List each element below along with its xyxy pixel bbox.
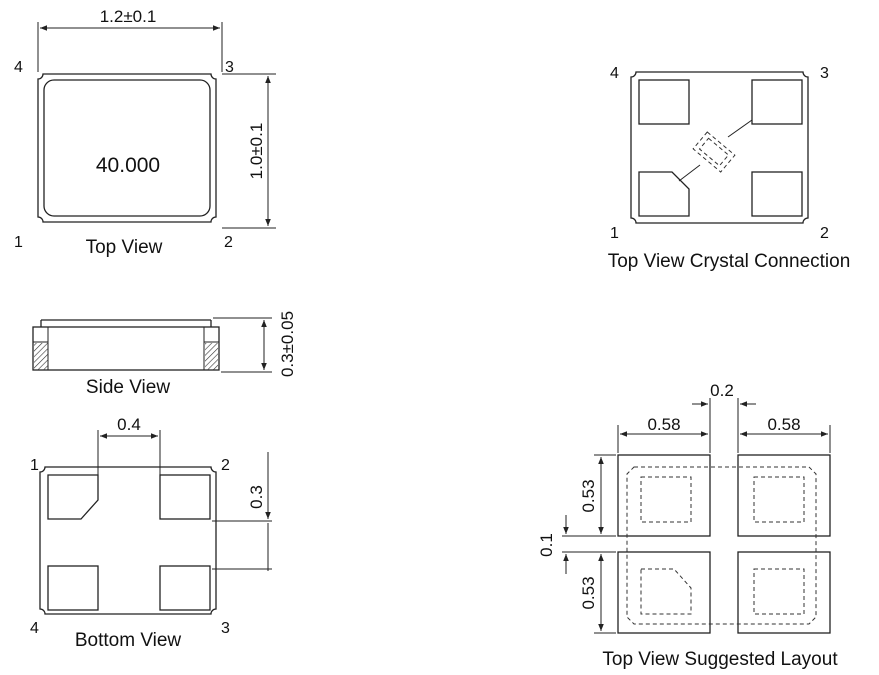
side-view: 0.3±0.05 Side View [32, 311, 297, 398]
height-dim-text: 1.0±0.1 [247, 123, 266, 180]
bottom-pad-1 [47, 474, 99, 520]
crystal-pad-3 [751, 79, 803, 125]
pad-height-top-text: 0.53 [579, 479, 598, 512]
layout-pad-1 [617, 551, 711, 634]
crystal-view-outline [630, 71, 809, 224]
bottom-pad-3 [159, 565, 211, 611]
top-view-caption: Top View [86, 237, 163, 258]
bottom-pin-4: 4 [30, 620, 39, 637]
suggested-layout-view: 0.58 0.58 0.2 0.53 0.53 0.1 Top View Sug… [537, 381, 838, 670]
layout-view-caption: Top View Suggested Layout [602, 649, 838, 670]
top-pin-4: 4 [14, 59, 23, 76]
layout-pad-2 [737, 551, 831, 634]
gap-y-dim-text: 0.1 [537, 533, 556, 557]
crystal-pin-4: 4 [610, 65, 619, 82]
layout-footprint-2 [753, 568, 805, 615]
top-view-outline [37, 73, 217, 223]
side-body [32, 326, 220, 371]
pad-width-right-text: 0.58 [767, 415, 800, 434]
crystal-pin-2: 2 [820, 225, 829, 242]
crystal-pin-3: 3 [820, 65, 829, 82]
pad-width-left-text: 0.58 [647, 415, 680, 434]
side-pad-right [205, 343, 218, 370]
crystal-pin-1: 1 [610, 225, 619, 242]
pitch-y-dim-text: 0.3 [247, 485, 266, 509]
top-pin-1: 1 [14, 234, 23, 251]
layout-footprint-3 [753, 476, 805, 523]
crystal-trace-top [727, 119, 753, 138]
side-view-caption: Side View [86, 377, 170, 398]
side-pad-left [34, 343, 48, 370]
crystal-pad-4 [638, 79, 690, 125]
crystal-connection-view: 4 3 1 2 Top View Crystal Connection [608, 65, 851, 272]
bottom-pad-4 [47, 565, 99, 611]
layout-pad-4 [617, 454, 711, 537]
layout-footprint-1 [640, 568, 692, 615]
pitch-x-dim-text: 0.4 [117, 415, 141, 434]
bottom-pad-2 [159, 474, 211, 520]
bottom-view: 0.4 0.3 1 2 4 3 Bottom View [30, 415, 272, 651]
bottom-view-caption: Bottom View [75, 630, 182, 651]
bottom-view-outline [39, 466, 217, 615]
top-pin-3: 3 [225, 59, 234, 76]
top-pin-2: 2 [224, 234, 233, 251]
crystal-view-caption: Top View Crystal Connection [608, 251, 851, 272]
top-view: 40.000 1.2±0.1 1.0±0.1 4 3 1 2 Top View [14, 7, 276, 258]
crystal-trace-bottom [678, 164, 701, 182]
pad-height-bottom-text: 0.53 [579, 576, 598, 609]
layout-component-outline [626, 466, 817, 625]
layout-pad-3 [737, 454, 831, 537]
crystal-pad-2 [751, 171, 803, 217]
part-marking: 40.000 [96, 154, 160, 177]
crystal-pad-1 [638, 171, 690, 217]
bottom-pin-3: 3 [221, 620, 230, 637]
top-view-lid [43, 79, 211, 217]
thickness-dim-text: 0.3±0.05 [278, 311, 297, 377]
gap-dim-text: 0.2 [710, 381, 734, 400]
bottom-pin-2: 2 [221, 457, 230, 474]
layout-footprint-4 [640, 476, 692, 523]
width-dim-text: 1.2±0.1 [100, 7, 157, 26]
bottom-pin-1: 1 [30, 457, 39, 474]
